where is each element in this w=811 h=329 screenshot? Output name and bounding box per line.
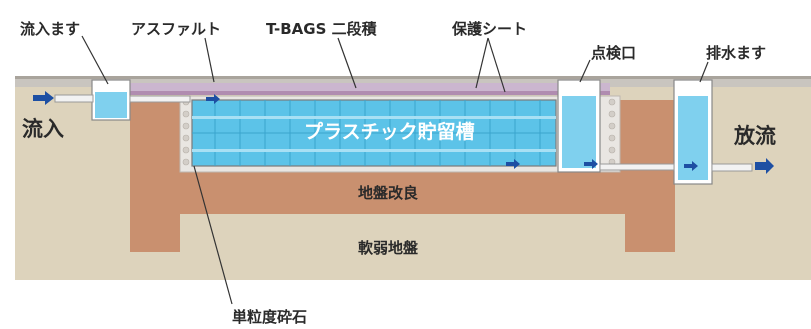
inspection-port: [557, 79, 601, 173]
label-tank: プラスチック貯留槽: [304, 120, 475, 143]
label-asphalt: アスファルト: [131, 20, 221, 38]
inlet-pipe: [54, 94, 94, 103]
flow-arrows: [33, 91, 774, 174]
label-protect-sheet: 保護シート: [451, 20, 527, 38]
leader-lines: [81, 35, 709, 305]
surface-gravel: [15, 78, 811, 87]
label-tbags: T-BAGS 二段積: [266, 20, 378, 38]
label-soft-ground: 軟弱地盤: [358, 239, 419, 257]
protect-sheet-layer: [130, 91, 610, 95]
label-inspection-port: 点検口: [591, 44, 636, 62]
label-crushed-stone: 単粒度砕石: [232, 308, 307, 326]
asphalt-layer: [130, 83, 610, 91]
plastic-storage-tank: [191, 99, 557, 167]
label-outflow: 放流: [733, 124, 776, 148]
label-inlet-basin: 流入ます: [20, 20, 80, 38]
improved-ground: [130, 100, 675, 252]
outlet-pipe: [599, 163, 675, 171]
label-inflow: 流入: [22, 117, 64, 141]
label-ground-improvement: 地盤改良: [358, 184, 418, 202]
inlet-basin: [91, 79, 131, 121]
label-outlet-basin: 排水ます: [706, 44, 766, 62]
